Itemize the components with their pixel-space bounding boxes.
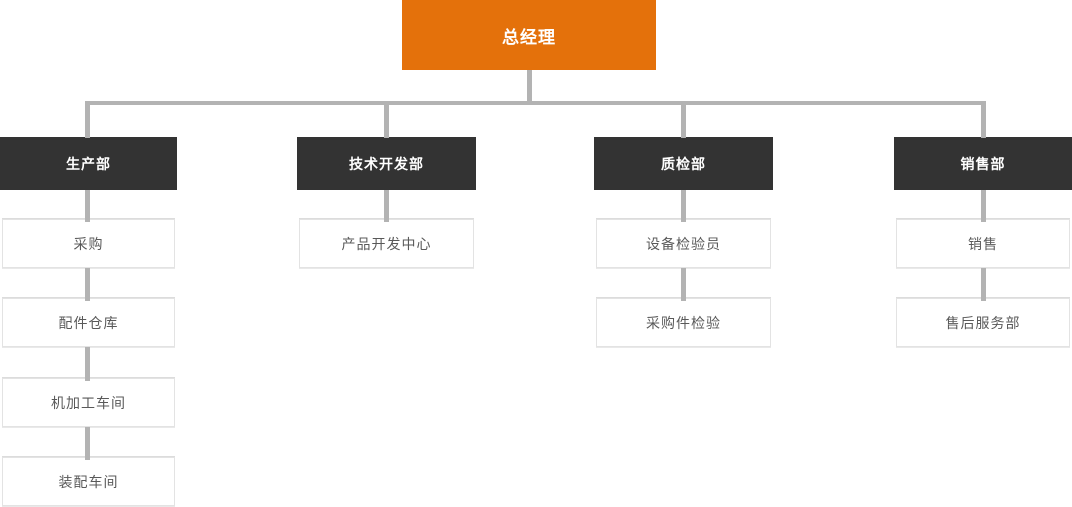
child-node-procurement: 采购 — [2, 219, 175, 268]
child-node-parts-warehouse: 配件仓库 — [2, 298, 175, 347]
connector-tech-development-1 — [384, 190, 389, 222]
connector-horizontal-rail — [85, 101, 986, 105]
connector-sales-2 — [981, 268, 986, 301]
child-node-product-dev-center: 产品开发中心 — [299, 219, 474, 268]
dept-node-production: 生产部 — [0, 137, 177, 190]
child-node-equipment-inspector: 设备检验员 — [596, 219, 771, 268]
connector-production-2 — [85, 268, 90, 301]
connector-root-stub — [527, 70, 532, 104]
child-node-sales: 销售 — [896, 219, 1070, 268]
connector-quality-inspection-2 — [681, 268, 686, 301]
child-node-purchased-parts-inspection: 采购件检验 — [596, 298, 771, 347]
connector-production-4 — [85, 427, 90, 460]
connector-drop-production — [85, 104, 90, 138]
connector-drop-quality-inspection — [681, 104, 686, 138]
dept-node-quality-inspection: 质检部 — [594, 137, 773, 190]
connector-quality-inspection-1 — [681, 190, 686, 222]
child-node-assembly-workshop: 装配车间 — [2, 457, 175, 506]
connector-sales-1 — [981, 190, 986, 222]
connector-drop-sales — [981, 104, 986, 138]
connector-production-3 — [85, 347, 90, 381]
dept-node-tech-development: 技术开发部 — [297, 137, 476, 190]
child-node-after-sales-service: 售后服务部 — [896, 298, 1070, 347]
child-node-machining-workshop: 机加工车间 — [2, 378, 175, 427]
node-general-manager: 总经理 — [402, 0, 656, 70]
connector-drop-tech-development — [384, 104, 389, 138]
dept-node-sales: 销售部 — [894, 137, 1072, 190]
connector-production-1 — [85, 190, 90, 222]
